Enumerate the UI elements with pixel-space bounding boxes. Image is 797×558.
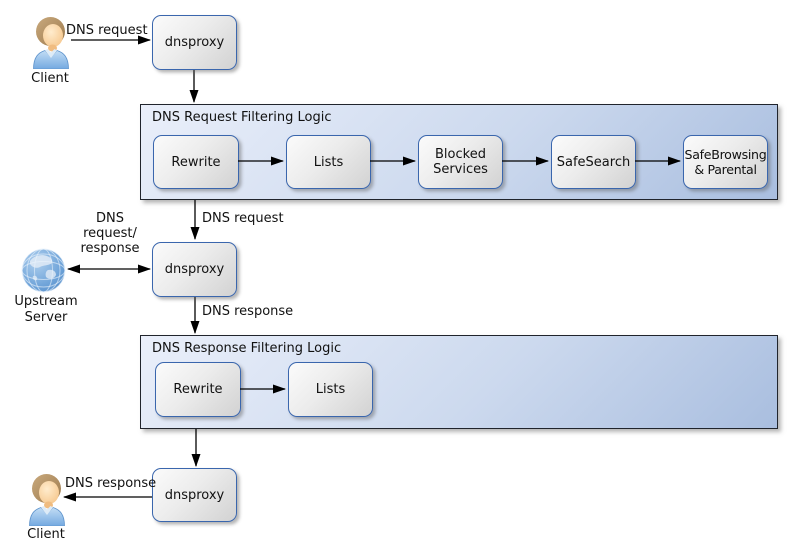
step-safesearch: SafeSearch: [551, 135, 636, 189]
edge-label-dns-response-bottom: DNS response: [65, 476, 157, 491]
client-top-label: Client: [31, 71, 69, 86]
client-bottom-label: Client: [27, 527, 65, 542]
node-dnsproxy-bottom: dnsproxy: [152, 468, 237, 522]
edge-label-upstream-exchange: DNS request/ response: [80, 211, 140, 256]
client-person-icon-bottom: [29, 474, 65, 526]
step-blocked-services: Blocked Services: [418, 135, 503, 189]
step-lists-request: Lists: [286, 135, 371, 189]
upstream-server-label: Upstream Server: [14, 294, 78, 325]
node-dnsproxy-top: dnsproxy: [152, 15, 237, 70]
step-safebrowsing-parental: SafeBrowsing & Parental: [683, 135, 768, 189]
response-filtering-pipeline: DNS Response Filtering Logic Rewrite Lis…: [140, 335, 778, 429]
request-filtering-pipeline: DNS Request Filtering Logic Rewrite List…: [140, 104, 778, 200]
edge-label-dns-request-top: DNS request: [66, 23, 148, 38]
step-lists-response: Lists: [288, 362, 373, 417]
step-rewrite-request: Rewrite: [153, 135, 239, 189]
upstream-server-globe-icon: [21, 248, 66, 293]
request-pipeline-title: DNS Request Filtering Logic: [152, 110, 332, 125]
response-pipeline-title: DNS Response Filtering Logic: [152, 341, 342, 356]
edge-label-dns-response-middle: DNS response: [202, 304, 294, 319]
step-rewrite-response: Rewrite: [155, 362, 241, 417]
client-person-icon-top: [33, 17, 69, 69]
edge-label-dns-request-middle: DNS request: [202, 211, 284, 226]
node-dnsproxy-middle: dnsproxy: [152, 242, 237, 297]
